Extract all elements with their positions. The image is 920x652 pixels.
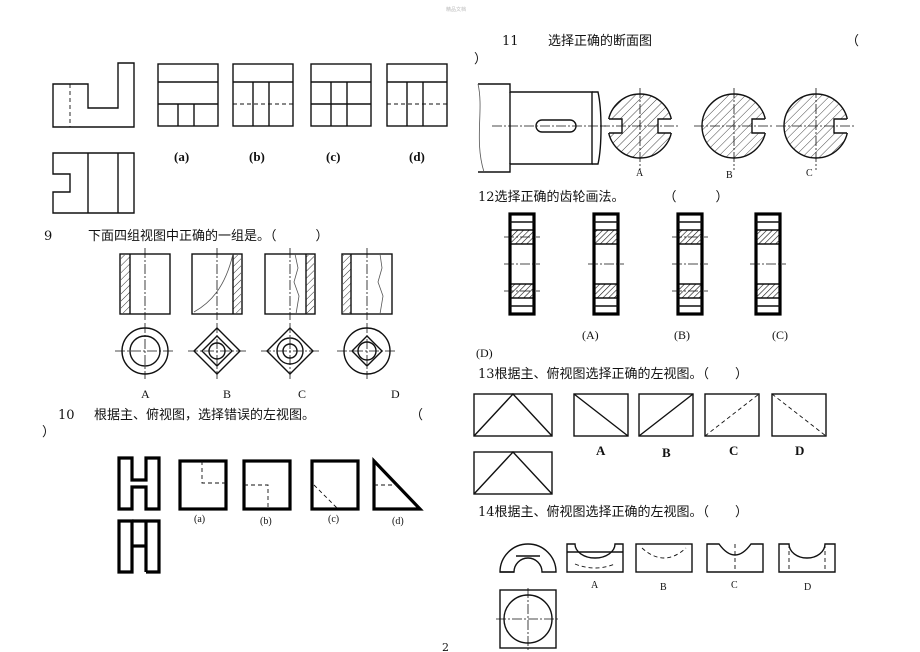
q10-front-view [117,456,161,511]
q11-label-b: B [726,170,733,181]
q8-top-view [52,152,135,214]
page-number: 2 [442,641,449,652]
q10-option-b [242,459,292,511]
q10-question: 根据主、俯视图，选择错误的左视图。 [94,408,316,423]
q8-label-c: (c) [326,149,341,164]
q10-label-c: (c) [328,514,340,525]
header-watermark: 精品文档 [446,7,467,13]
q14-question: 14根据主、俯视图选择正确的左视图。（ ） [478,505,749,520]
q13-front-view [473,392,553,437]
q14-top-view [496,588,560,652]
q9-label-a: A [141,387,150,401]
q13-question: 13根据主、俯视图选择正确的左视图。（ ） [478,367,749,382]
q11-label-a: A [636,168,644,179]
q8-option-c [310,63,372,127]
q12-question: 12选择正确的齿轮画法。 （ ） [478,190,729,205]
q13-label-c: C [729,443,739,458]
q10-number: 10 [58,408,75,423]
q14-label-d: D [804,582,812,593]
q12-label-b: (B) [674,328,690,342]
q8-option-d [386,63,448,127]
q8-option-b [232,63,294,127]
q10-paren-open: （ [410,408,424,423]
q10-option-c [310,459,360,511]
q13-label-d: D [795,443,805,458]
q14-option-b [635,543,693,573]
q14-option-c [706,543,764,573]
q12-label-c: (C) [772,328,788,342]
q10-paren-close: ） [42,425,56,440]
q8-front-view [52,62,135,128]
q8-label-d: (d) [409,149,425,164]
q10-top-view [117,519,161,574]
q13-top-view [473,450,553,495]
q10-label-d: (d) [392,516,404,527]
q11-number: 11 [502,34,519,49]
q11-figures [477,83,856,173]
q13-option-c [704,393,760,437]
q13-option-a [573,393,629,437]
q10-option-a [178,459,228,511]
q9-label-d: D [391,387,400,401]
q9-question: 下面四组视图中正确的一组是。（ ） [88,229,329,244]
q9-label-b: B [223,387,232,401]
q8-option-a [157,63,219,127]
q14-label-c: C [731,580,738,591]
q9-number: 9 [44,229,53,244]
q12-label-d: (D) [476,346,493,360]
q8-label-b: (b) [249,149,265,164]
q11-paren-open: （ [846,34,860,49]
q14-front-view [499,543,557,573]
q11-label-c: C [806,168,813,179]
q10-option-d [372,457,424,511]
q12-figures [504,212,786,316]
q13-label-a: A [596,443,606,458]
q12-label-a: (A) [582,328,599,342]
q9-figures [115,248,397,379]
q8-label-a: (a) [174,149,190,164]
q9-label-c: C [298,387,307,401]
q13-option-d [771,393,827,437]
q14-option-d [778,543,836,573]
q10-label-a: (a) [194,514,206,525]
q14-option-a [566,543,624,573]
q14-label-a: A [591,580,599,591]
q14-label-b: B [660,582,667,593]
q11-question: 选择正确的断面图 [548,34,653,49]
q13-label-b: B [662,445,671,460]
q10-label-b: (b) [260,516,272,527]
q13-option-b [638,393,694,437]
q11-paren-close: ） [474,52,488,67]
